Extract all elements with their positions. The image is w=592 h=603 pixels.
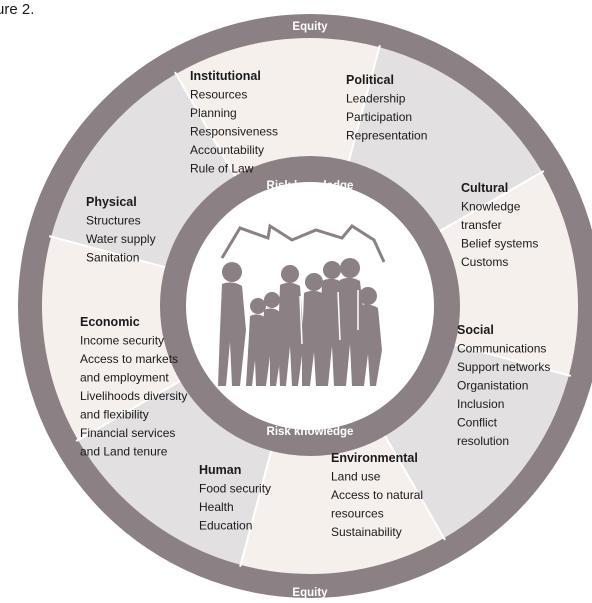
person-head-icon [340, 258, 360, 278]
segment-economic-wedge [41, 236, 181, 440]
segment-cultural-wedge [439, 172, 578, 376]
segment-item: transfer [461, 218, 502, 232]
segment-item: Support networks [457, 360, 550, 374]
person-head-icon [305, 273, 323, 291]
segment-divider [48, 235, 166, 269]
person-body-icon [356, 304, 382, 386]
segment-item: and Land tenure [80, 445, 168, 459]
segment-divider [75, 380, 181, 442]
segment-institutional: InstitutionalResourcesPlanningResponsive… [190, 69, 278, 176]
segment-item: Responsiveness [190, 125, 278, 139]
segment-item: Water supply [86, 232, 156, 246]
segment-item: Leadership [346, 92, 406, 106]
segment-item: and flexibility [80, 408, 149, 422]
segments-layer [41, 38, 578, 574]
segment-title: Environmental [331, 451, 418, 465]
segment-item: Land use [331, 470, 381, 484]
figure-detail-line [337, 291, 341, 341]
segment-item: Inclusion [457, 397, 504, 411]
segment-divider [347, 44, 381, 162]
segment-item: Organistation [457, 379, 528, 393]
segment-item: Accountability [190, 143, 264, 157]
segment-item: Sustainability [331, 525, 402, 539]
person-head-icon [323, 261, 341, 279]
segment-title: Cultural [461, 181, 508, 195]
segment-title: Human [199, 463, 241, 477]
segment-item: Income security [80, 334, 164, 348]
segment-item: Rule of Law [190, 162, 254, 176]
segment-political: PoliticalLeadershipParticipationRepresen… [346, 73, 427, 143]
figure-detail-line [299, 295, 303, 345]
segment-item: Planning [190, 106, 237, 120]
segment-human-wedge [77, 381, 272, 565]
segment-institutional-wedge [176, 38, 380, 177]
segment-item: Belief systems [461, 237, 538, 251]
segment-item: Participation [346, 110, 412, 124]
community-people-illustration [218, 223, 386, 386]
dividers-layer [48, 44, 572, 568]
figure-label: ure 2. [0, 1, 34, 18]
segment-item: Structures [86, 214, 141, 228]
person-body-icon [278, 282, 304, 386]
segment-divider [174, 71, 236, 177]
segment-title: Physical [86, 195, 137, 209]
segment-item: Customs [461, 255, 508, 269]
person-body-icon [260, 308, 282, 386]
equity-label-bottom: Equity [292, 587, 328, 598]
segment-divider [454, 343, 572, 377]
segment-item: Education [199, 519, 252, 533]
segment-item: resolution [457, 434, 509, 448]
segment-item: Conflict [457, 416, 498, 430]
building-outline-icon [220, 223, 386, 263]
segment-item: Communications [457, 342, 546, 356]
segment-divider [384, 435, 446, 541]
segment-political-wedge [348, 47, 543, 231]
segment-item: Access to natural [331, 488, 423, 502]
segment-item: Livelihoods diversity [80, 389, 187, 403]
segment-item: Sanitation [86, 251, 139, 265]
person-head-icon [250, 298, 266, 314]
segment-physical-wedge [51, 73, 235, 268]
figure-detail-line [245, 299, 249, 341]
segment-item: Financial services [80, 426, 175, 440]
segment-title: Social [457, 323, 494, 337]
person-body-icon [218, 282, 246, 386]
segment-title: Institutional [190, 69, 261, 83]
segment-item: Food security [199, 482, 271, 496]
segment-social-wedge [385, 344, 569, 539]
risk-knowledge-label-top: Risk knowledge [267, 180, 354, 192]
segment-item: and employment [80, 371, 169, 385]
segment-item: Resources [190, 88, 247, 102]
person-head-icon [264, 292, 280, 308]
segment-divider [439, 170, 545, 232]
segment-item: resources [331, 507, 384, 521]
segment-title: Economic [80, 315, 140, 329]
segment-item: Access to markets [80, 352, 178, 366]
segment-title: Political [346, 73, 394, 87]
person-head-icon [222, 262, 242, 282]
segment-divider [239, 450, 273, 568]
person-head-icon [281, 265, 299, 283]
segment-item: Representation [346, 129, 427, 143]
segment-item: Knowledge [461, 200, 521, 214]
labels-layer: PoliticalLeadershipParticipationRepresen… [80, 69, 550, 539]
equity-label-top: Equity [292, 21, 328, 33]
segment-item: Health [199, 500, 234, 514]
segment-environmental-wedge [240, 435, 444, 574]
risk-knowledge-label-bottom: Risk knowledge [267, 426, 354, 438]
person-head-icon [359, 287, 377, 305]
